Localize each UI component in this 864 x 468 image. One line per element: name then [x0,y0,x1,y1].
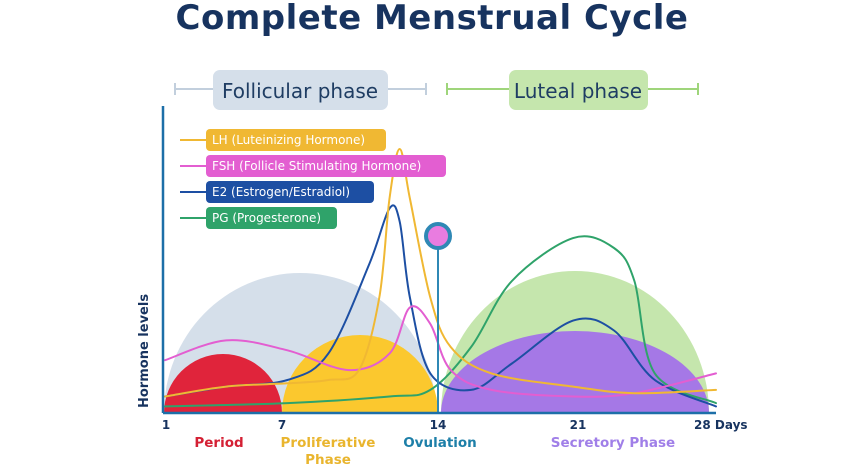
legend-box [206,207,337,229]
period-dome [164,354,282,413]
series-line-pg [164,235,717,408]
chart-title: Complete Menstrual Cycle [175,0,689,38]
x-tick-label: 21 [570,418,587,432]
legend: LH (Luteinizing Hormone) FSH (Follicle St… [180,129,446,229]
x-tick-label: 1 [162,418,170,432]
legend-box [206,155,446,177]
stage-label-ovulation: Ovulation [403,435,477,451]
follicular-phase-box [213,70,388,110]
legend-box [206,181,374,203]
legend-label: PG (Progesterone) [212,211,321,225]
series-line-fsh [164,305,717,398]
stage-label-proliferative-line2: Phase [305,452,351,468]
ovum-icon [424,222,452,250]
series-line-e2 [164,204,717,408]
y-axis-label: Hormone levels [137,294,152,408]
ovulation-marker [424,222,452,413]
x-tick-labels: 1 7 14 21 28 Days [162,418,748,432]
stage-labels: Period Proliferative Phase Ovulation Sec… [194,435,675,468]
x-tick-label: 14 [430,418,447,432]
legend-item: E2 (Estrogen/Estradiol) [180,181,374,203]
legend-item: FSH (Follicle Stimulating Hormone) [180,155,446,177]
stage-label-proliferative: Proliferative [281,435,376,451]
x-tick-label: 28 Days [694,418,748,432]
axes: Hormone levels [137,106,716,415]
series-line-lh [164,147,717,398]
luteal-phase-box [509,70,648,110]
proliferative-dome [282,335,438,413]
legend-item: PG (Progesterone) [180,207,337,229]
legend-item: LH (Luteinizing Hormone) [180,129,386,151]
legend-label: E2 (Estrogen/Estradiol) [212,185,350,199]
hormone-series [164,147,717,408]
phase-headers: Follicular phase Luteal phase [174,70,699,110]
follicular-phase-label: Follicular phase [222,79,378,103]
x-tick-label: 7 [278,418,286,432]
stage-label-period: Period [194,435,243,451]
phase-domes [164,271,709,413]
legend-label: LH (Luteinizing Hormone) [212,133,365,147]
stage-label-secretory: Secretory Phase [551,435,675,451]
legend-label: FSH (Follicle Stimulating Hormone) [212,159,421,173]
luteal-phase-label: Luteal phase [514,79,642,103]
legend-box [206,129,386,151]
